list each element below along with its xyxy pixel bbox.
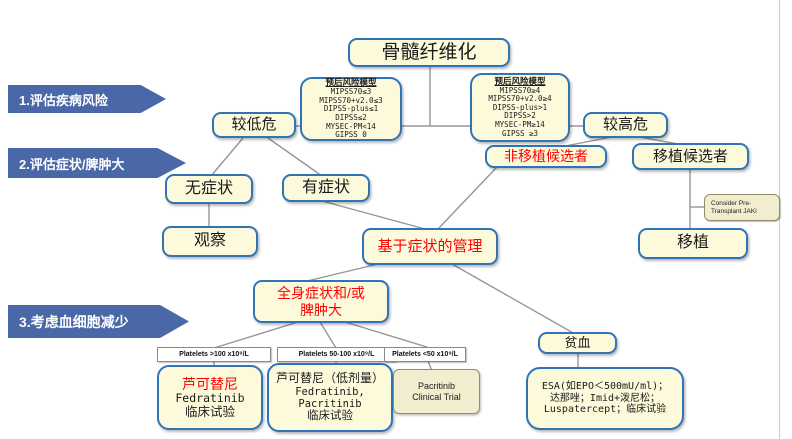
platelet-group-label-high: Platelets >100 x10⁹/L	[157, 347, 271, 362]
node-label: 骨髓纤维化	[381, 41, 477, 63]
node-label: 无症状	[184, 179, 233, 197]
connector-line	[437, 166, 498, 230]
treatment-line: Clinical Trial	[412, 391, 461, 402]
treatment-box-low-platelets: Pacritinib Clinical Trial	[393, 369, 480, 414]
node-label-line: 全身症状和/或	[277, 285, 365, 302]
node-label: 较高危	[602, 116, 648, 134]
risk-criterion: DIPSS≤2	[335, 112, 367, 122]
platelet-label: Platelets <50 x10⁹/L	[392, 351, 458, 358]
treatment-box-mid-platelets: 芦可替尼（低剂量） Fedratinib, Pacritinib 临床试验	[267, 363, 393, 432]
risk-criterion: MIPSS70+v2.0≥4	[488, 94, 552, 104]
node-label: 较低危	[231, 116, 277, 134]
node-symptomatic: 有症状	[282, 174, 370, 202]
node-label: 基于症状的管理	[377, 237, 483, 255]
node-label-line: Transplant JAKi	[711, 207, 757, 215]
treatment-line: 临床试验	[307, 409, 353, 422]
node-asymptomatic: 无症状	[165, 174, 253, 204]
treatment-line: Luspatercept；临床试验	[543, 404, 667, 416]
platelet-group-label-low: Platelets <50 x10⁹/L	[384, 347, 466, 362]
connector-line	[267, 137, 323, 177]
risk-criterion: DIPSS-plus≤1	[323, 104, 379, 114]
node-myelofibrosis: 骨髓纤维化	[348, 38, 510, 67]
treatment-line: 芦可替尼（低剂量）	[275, 370, 384, 385]
risk-criterion: DIPSS-plus>1	[492, 102, 548, 112]
step-arrow-label: 1.评估疾病风险	[19, 92, 108, 108]
step-arrow-assess-symptoms: 2.评估症状/脾肿大	[8, 148, 186, 178]
treatment-line: Pacritinib	[417, 381, 455, 392]
treatment-box-anemia: ESA(如EPO＜500mU/ml)； 达那唑；Imid+泼尼松； Luspat…	[526, 367, 684, 430]
treatment-line: Pacritinib	[298, 397, 362, 410]
platelet-label: Platelets >100 x10⁹/L	[179, 351, 249, 358]
step-arrow-consider-cytopenias: 3.考虑血细胞减少	[8, 305, 189, 338]
connector-line	[321, 200, 426, 230]
risk-criterion: DIPSS>2	[504, 111, 536, 121]
connector-line	[210, 137, 244, 177]
platelet-group-label-mid: Platelets 50-100 x10⁹/L	[277, 347, 396, 362]
risk-model-higher: 预后风险模型 MIPSS70≥4 MIPSS70+v2.0≥4 DIPSS-pl…	[470, 73, 570, 142]
risk-criterion: MIPSS70+v2.0≤3	[319, 95, 383, 105]
step-arrow-label: 3.考虑血细胞减少	[19, 313, 129, 330]
step-arrow-assess-risk: 1.评估疾病风险	[8, 85, 166, 113]
node-observation: 观察	[162, 226, 258, 257]
node-consider-pretransplant-jaki: Consider Pre- Transplant JAKi	[704, 194, 780, 221]
node-label: 移植	[676, 234, 709, 252]
node-non-transplant-candidate: 非移植候选者	[485, 145, 607, 168]
node-higher-risk: 较高危	[583, 112, 668, 138]
treatment-line: Fedratinib,	[295, 385, 365, 398]
risk-model-title: 预后风险模型	[494, 75, 546, 86]
risk-criterion: MIPSS70≥4	[499, 85, 541, 95]
connector-line	[213, 321, 299, 349]
treatment-line: Fedratinib	[175, 390, 245, 405]
node-systemic-symptoms-splenomegaly: 全身症状和/或 脾肿大	[253, 280, 389, 323]
treatment-box-high-platelets: 芦可替尼 Fedratinib 临床试验	[157, 365, 263, 430]
risk-criterion: GIPSS 0	[335, 130, 367, 140]
treatment-line: 芦可替尼	[182, 375, 238, 392]
node-label: 非移植候选者	[504, 148, 588, 165]
node-symptom-based-management: 基于症状的管理	[362, 228, 498, 265]
node-label: 移植候选者	[652, 147, 728, 165]
node-anemia: 贫血	[538, 332, 617, 354]
step-arrow-label: 2.评估症状/脾肿大	[19, 156, 125, 172]
treatment-line: ESA(如EPO＜500mU/ml)；	[541, 381, 669, 393]
treatment-line: 达那唑；Imid+泼尼松；	[549, 392, 661, 404]
node-transplant-candidate: 移植候选者	[632, 143, 749, 170]
risk-model-title: 预后风险模型	[325, 77, 377, 88]
node-label: 有症状	[301, 178, 350, 196]
connector-line	[451, 263, 576, 335]
node-label: 观察	[193, 232, 226, 250]
treatment-line: 临床试验	[184, 404, 235, 419]
risk-model-lower: 预后风险模型 MIPSS70≤3 MIPSS70+v2.0≤3 DIPSS-pl…	[300, 77, 402, 141]
connector-line	[344, 321, 431, 349]
platelet-label: Platelets 50-100 x10⁹/L	[298, 351, 375, 358]
risk-criterion: MIPSS70≤3	[330, 87, 372, 97]
connector-line	[319, 321, 337, 349]
risk-criterion: GIPSS ≥3	[501, 128, 539, 138]
risk-criterion: MYSEC-PM<14	[326, 121, 376, 131]
node-lower-risk: 较低危	[212, 112, 296, 138]
node-label-line: 脾肿大	[300, 301, 342, 318]
slide-edge-divider	[779, 0, 780, 439]
node-label: 贫血	[564, 334, 591, 350]
connector-line	[302, 263, 379, 283]
node-label-line: Consider Pre-	[711, 200, 752, 208]
node-transplant: 移植	[638, 228, 748, 259]
risk-criterion: MYSEC-PM≥14	[495, 120, 545, 129]
